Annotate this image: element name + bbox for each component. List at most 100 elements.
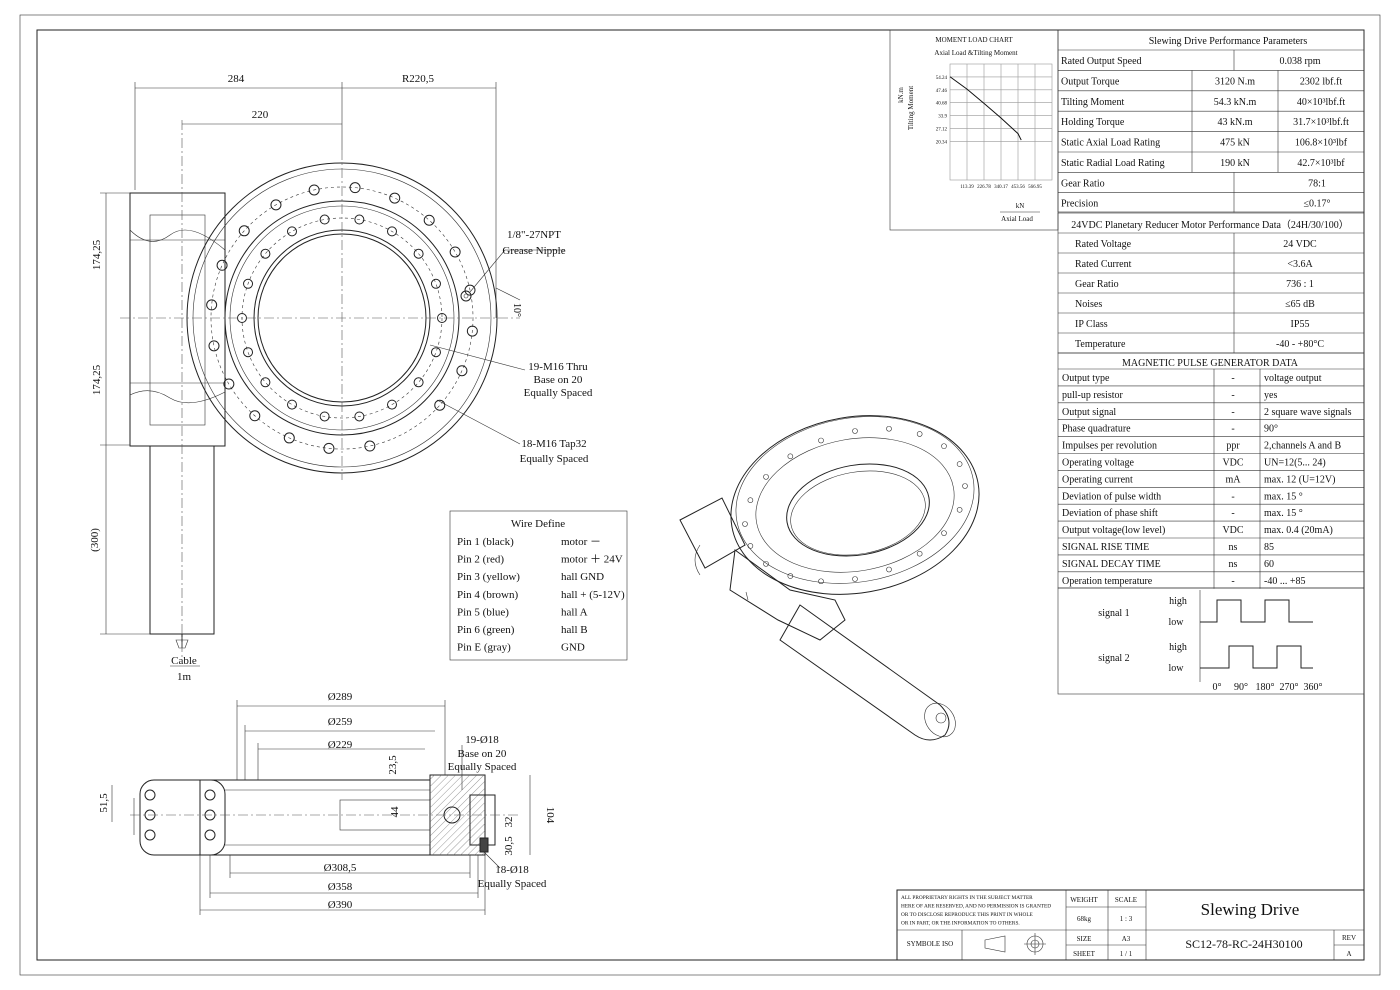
iso-bolt-hole bbox=[763, 474, 769, 480]
dim-d229: Ø229 bbox=[328, 739, 353, 751]
outer-bolt-hole bbox=[434, 399, 446, 411]
signal2-wave bbox=[1200, 645, 1313, 669]
mpg-value: -40 ... +85 bbox=[1264, 576, 1305, 587]
motor-title: 24VDC Planetary Reducer Motor Performanc… bbox=[1071, 219, 1348, 231]
iso-bolt-hole bbox=[956, 461, 963, 467]
perf-label: Gear Ratio bbox=[1061, 178, 1105, 189]
wire-function: hall A bbox=[561, 606, 588, 618]
perf-label: Tilting Moment bbox=[1061, 97, 1124, 108]
signal2-label: signal 2 bbox=[1098, 653, 1129, 664]
mpg-value: max. 12 (U=12V) bbox=[1264, 474, 1335, 485]
inner-bolt-hole bbox=[354, 214, 365, 225]
chart-title: MOMENT LOAD CHART bbox=[935, 36, 1013, 44]
motor-value: -40 - +80°C bbox=[1276, 339, 1324, 350]
mpg-label: Output signal bbox=[1062, 407, 1116, 418]
part-number: SC12-78-RC-24H30100 bbox=[1185, 937, 1302, 951]
outer-bolt-hole bbox=[456, 365, 468, 377]
section-view: Ø289 Ø259 Ø229 23,5 44 51,5 32 30,5 104 … bbox=[98, 691, 556, 915]
mpg-unit: - bbox=[1231, 576, 1234, 587]
outer-bolt-hole bbox=[238, 225, 250, 237]
mpg-label: SIGNAL DECAY TIME bbox=[1062, 559, 1161, 570]
rights-notice-line: HERE OF ARE RESERVED, AND NO PERMISSION … bbox=[901, 904, 1051, 910]
phase-angle-label: 270° bbox=[1280, 682, 1299, 693]
mpg-value: 2 square wave signals bbox=[1264, 407, 1352, 418]
dim-174-25-lower: 174,25 bbox=[91, 364, 103, 395]
cable-length: 1m bbox=[177, 671, 192, 683]
signal2-low: low bbox=[1169, 663, 1185, 674]
inner-bolt-hole bbox=[387, 399, 397, 410]
grease-nipple-label: Grease Nipple bbox=[502, 245, 565, 257]
perf-value: 43 kN.m bbox=[1218, 117, 1253, 128]
wire-function: hall B bbox=[561, 624, 588, 636]
inner-bolt-hole bbox=[430, 347, 441, 358]
motor-value: <3.6A bbox=[1287, 259, 1313, 270]
mpg-label: Phase quadrature bbox=[1062, 424, 1131, 435]
iso-bolt-hole bbox=[886, 425, 892, 432]
weight-value: 68kg bbox=[1077, 915, 1092, 923]
section-housing bbox=[139, 779, 226, 856]
mpg-label: Deviation of pulse width bbox=[1062, 491, 1161, 502]
perf-value: 475 kN bbox=[1220, 138, 1250, 149]
outer-bolt-hole bbox=[308, 184, 320, 196]
mpg-label: Operating voltage bbox=[1062, 458, 1134, 469]
worm-housing-inner bbox=[149, 214, 206, 426]
perf-value: 54.3 kN.m bbox=[1214, 97, 1257, 108]
mpg-value: 85 bbox=[1264, 542, 1274, 553]
wire-define-box: Wire Define Pin 1 (black)motor －Pin 2 (r… bbox=[449, 510, 628, 661]
scale-value: 1 : 3 bbox=[1120, 915, 1133, 923]
signal1-label: signal 1 bbox=[1098, 608, 1129, 619]
iso-bolt-hole bbox=[787, 453, 794, 460]
size-value: A3 bbox=[1122, 935, 1131, 943]
m16-thru-label: 19-M16 Thru bbox=[528, 361, 588, 373]
outer-bolt-hole bbox=[449, 246, 461, 258]
mpg-label: Impulses per revolution bbox=[1062, 441, 1157, 452]
chart-y-tick: 33.9 bbox=[938, 115, 947, 120]
mpg-label: SIGNAL RISE TIME bbox=[1062, 542, 1149, 553]
housing-bolt-hole bbox=[144, 829, 156, 841]
phase-angle-label: 180° bbox=[1256, 682, 1275, 693]
dim-d289: Ø289 bbox=[328, 691, 353, 703]
motor-label: Temperature bbox=[1075, 339, 1126, 350]
inner-bolt-hole bbox=[260, 377, 271, 388]
perf-value: ≤0.17° bbox=[1304, 198, 1331, 209]
mpg-value: max. 0.4 (20mA) bbox=[1264, 525, 1333, 536]
hole-18-spacing: Equally Spaced bbox=[478, 878, 547, 890]
drawing-title: Slewing Drive bbox=[1201, 900, 1300, 919]
inner-frame bbox=[36, 29, 1365, 961]
iso-bolt-hole bbox=[956, 506, 963, 513]
chart-y-tick: 27.12 bbox=[936, 127, 948, 132]
perf-value-imperial: 42.7×10³lbf bbox=[1297, 158, 1345, 169]
mpg-value: 2,channels A and B bbox=[1264, 441, 1342, 452]
phase-angle-label: 90° bbox=[1234, 682, 1248, 693]
motor-label: Gear Ratio bbox=[1075, 279, 1119, 290]
rights-notice-line: OR TO DISCLOSE REPRODUCE THIS PRINT IN W… bbox=[901, 912, 1033, 918]
motor-label: IP Class bbox=[1075, 319, 1108, 330]
weight-label: WEIGHT bbox=[1070, 896, 1098, 904]
outer-bolt-hole bbox=[323, 442, 335, 454]
inner-bolt-hole bbox=[243, 347, 254, 358]
perf-value-imperial: 40×10³lbf.ft bbox=[1297, 97, 1346, 108]
motor-value: IP55 bbox=[1291, 319, 1310, 330]
mpg-value: max. 15 ° bbox=[1264, 508, 1303, 519]
dim-32: 32 bbox=[503, 817, 515, 828]
motor-label: Noises bbox=[1075, 299, 1102, 310]
signal-diagram: signal 1 signal 2 high low high low 0°90… bbox=[1057, 587, 1365, 695]
title-block: ALL PROPRIETARY RIGHTS IN THE SUBJECT MA… bbox=[896, 889, 1365, 961]
mpg-value: yes bbox=[1264, 390, 1277, 401]
perf-title: Slewing Drive Performance Parameters bbox=[1149, 36, 1308, 47]
iso-bolt-hole bbox=[763, 561, 769, 567]
motor-value: ≤65 dB bbox=[1285, 299, 1315, 310]
chart-x-tick: 340.17 bbox=[994, 185, 1008, 190]
outer-bolt-hole bbox=[223, 378, 235, 390]
inner-bolt-hole bbox=[430, 278, 441, 289]
dim-174-25-upper: 174,25 bbox=[91, 239, 103, 270]
outer-bolt-hole bbox=[283, 432, 295, 444]
mpg-label: pull-up resistor bbox=[1062, 390, 1123, 401]
signal1-low: low bbox=[1169, 617, 1185, 628]
iso-bolt-hole bbox=[852, 576, 858, 582]
inner-bolt-holes bbox=[237, 214, 447, 422]
chart-y-unit: kN.m bbox=[897, 87, 905, 103]
wire-pin: Pin 5 (blue) bbox=[457, 606, 509, 618]
wire-function: GND bbox=[561, 642, 585, 654]
perf-label: Static Axial Load Rating bbox=[1061, 138, 1160, 149]
